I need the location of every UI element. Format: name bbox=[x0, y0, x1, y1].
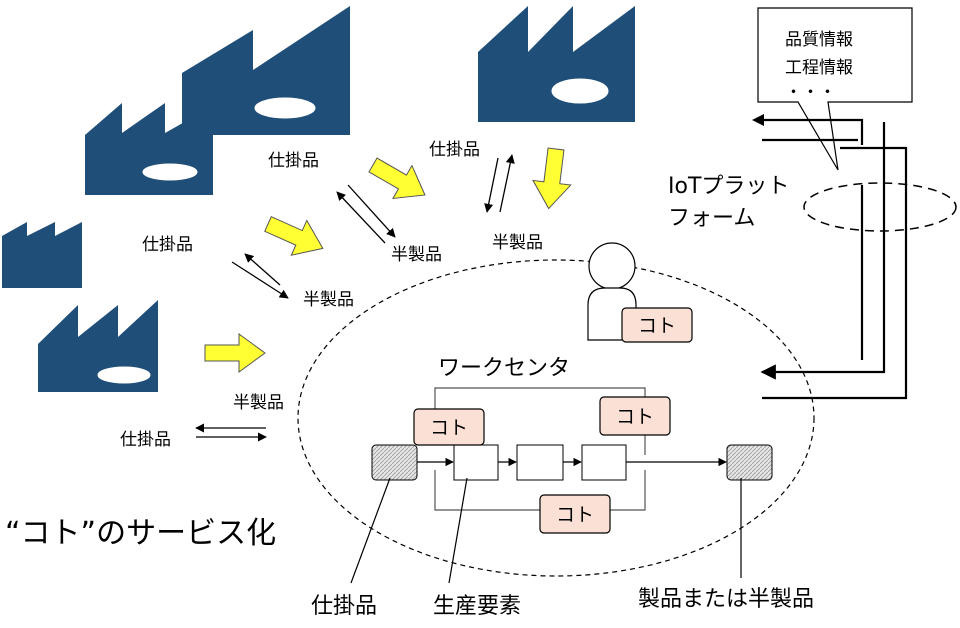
platform-in-arrow-head bbox=[752, 114, 764, 126]
bottom-wip-label: 仕掛品 bbox=[311, 594, 377, 619]
bottom-product-label: 製品または半製品 bbox=[638, 587, 814, 612]
factory-icon-small-left bbox=[2, 222, 82, 288]
workcenter-title: ワークセンタ bbox=[438, 356, 570, 381]
flow-arrows-pair-4 bbox=[195, 423, 267, 442]
leader-lines bbox=[350, 477, 742, 584]
koto-badge-wc-bottom: コト bbox=[539, 494, 611, 534]
yellow-arrow-icon-2 bbox=[532, 147, 572, 210]
koto-text-worker: コト bbox=[638, 315, 676, 337]
workcenter-boundary bbox=[297, 259, 815, 577]
callout-quality-info: 品質情報 bbox=[785, 30, 853, 50]
semi-label-4: 半製品 bbox=[233, 393, 284, 413]
info-callout: 品質情報 工程情報 ・・・ bbox=[757, 7, 913, 171]
factory-icon-front-left bbox=[85, 103, 213, 195]
semi-label-1: 半製品 bbox=[391, 245, 442, 265]
semi-label-3: 半製品 bbox=[303, 290, 354, 310]
iot-platform-label-2: フォーム bbox=[668, 206, 755, 231]
koto-text-wc-left: コト bbox=[430, 417, 468, 439]
factory-icon-top-center bbox=[478, 6, 635, 122]
koto-badge-worker: コト bbox=[621, 307, 693, 343]
factory-icon-large-back bbox=[182, 6, 350, 135]
flow-arrows-pair-2 bbox=[484, 154, 515, 213]
koto-badge-wc-right: コト bbox=[599, 396, 671, 436]
flow-arrows-pair-1 bbox=[336, 184, 396, 244]
process-box-3 bbox=[581, 444, 627, 481]
wip-label-1: 仕掛品 bbox=[268, 151, 319, 171]
iot-platform-label-1: IoTプラット bbox=[668, 174, 789, 199]
koto-badge-wc-left: コト bbox=[413, 408, 485, 446]
service-title: “コト”のサービス化 bbox=[5, 516, 276, 551]
process-box-1 bbox=[453, 444, 499, 481]
wip-label-4: 仕掛品 bbox=[120, 430, 171, 450]
callout-ellipsis: ・・・ bbox=[785, 83, 836, 103]
flow-arrows-pair-3 bbox=[231, 253, 289, 299]
wip-label-3: 仕掛品 bbox=[142, 235, 193, 255]
koto-text-wc-bottom: コト bbox=[556, 504, 594, 526]
bottom-element-label: 生産要素 bbox=[433, 594, 521, 619]
yellow-arrow-icon-3 bbox=[264, 216, 324, 256]
process-box-2 bbox=[516, 444, 564, 481]
product-output-box bbox=[726, 444, 773, 481]
semi-label-2: 半製品 bbox=[492, 233, 543, 253]
koto-text-wc-right: コト bbox=[616, 406, 654, 428]
platform-connection-lines bbox=[758, 118, 908, 400]
factory-icon-bottom-left bbox=[38, 300, 158, 392]
wip-input-box bbox=[371, 444, 418, 481]
wip-label-2: 仕掛品 bbox=[429, 140, 480, 160]
yellow-arrow-icon-1 bbox=[368, 157, 426, 200]
callout-process-info: 工程情報 bbox=[785, 58, 853, 78]
iot-platform-cloud bbox=[803, 182, 957, 232]
yellow-arrow-icon-4 bbox=[204, 333, 266, 373]
